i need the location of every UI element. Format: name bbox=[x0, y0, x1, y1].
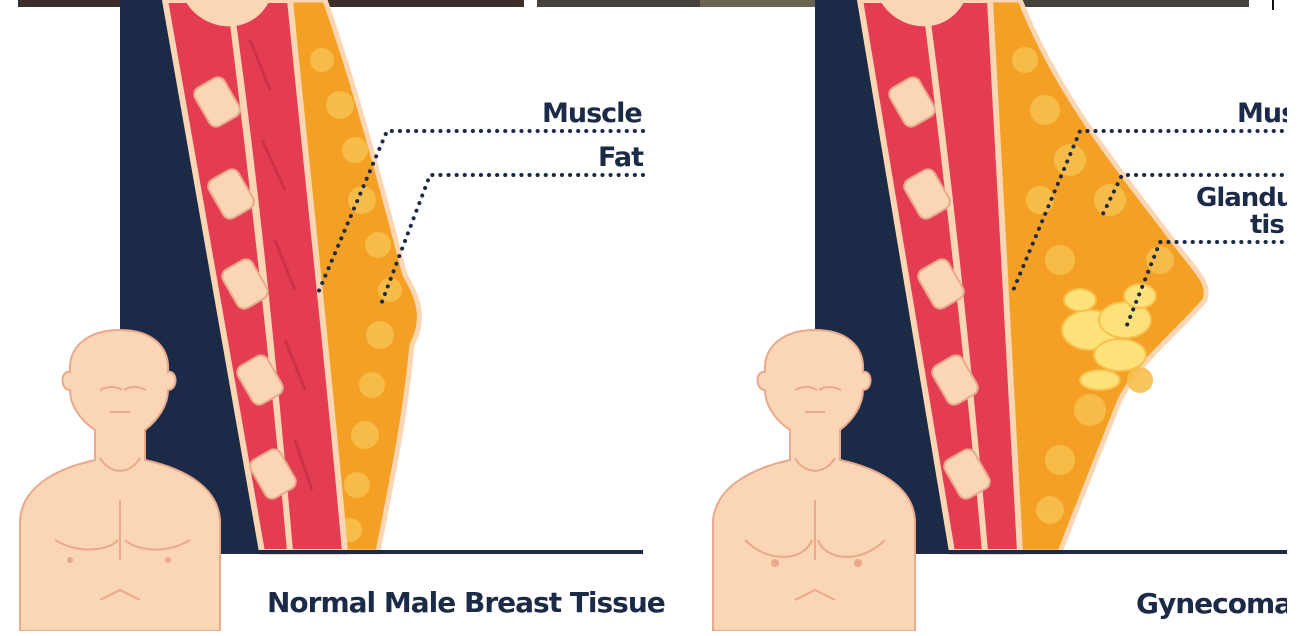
label-glandular-line1: Glandu bbox=[1196, 185, 1287, 211]
nipple-right bbox=[854, 559, 862, 567]
caption-normal: Normal Male Breast Tissue bbox=[267, 589, 665, 617]
nipple-right bbox=[165, 557, 171, 563]
right-label-area: Mus Glandu tis Gynecoma bbox=[1130, 90, 1287, 631]
caption-gynecomastia: Gynecoma bbox=[1136, 590, 1287, 618]
label-fat: Fat bbox=[598, 144, 643, 171]
label-muscle-cropped: Mus bbox=[1237, 100, 1287, 127]
label-muscle: Muscle bbox=[542, 100, 642, 127]
normal-tissue-diagram bbox=[20, 0, 643, 631]
nipple-left bbox=[771, 559, 779, 567]
label-glandular-line2: tis bbox=[1250, 212, 1284, 238]
nipple-left bbox=[67, 557, 73, 563]
right-edge-tick bbox=[1272, 0, 1274, 10]
